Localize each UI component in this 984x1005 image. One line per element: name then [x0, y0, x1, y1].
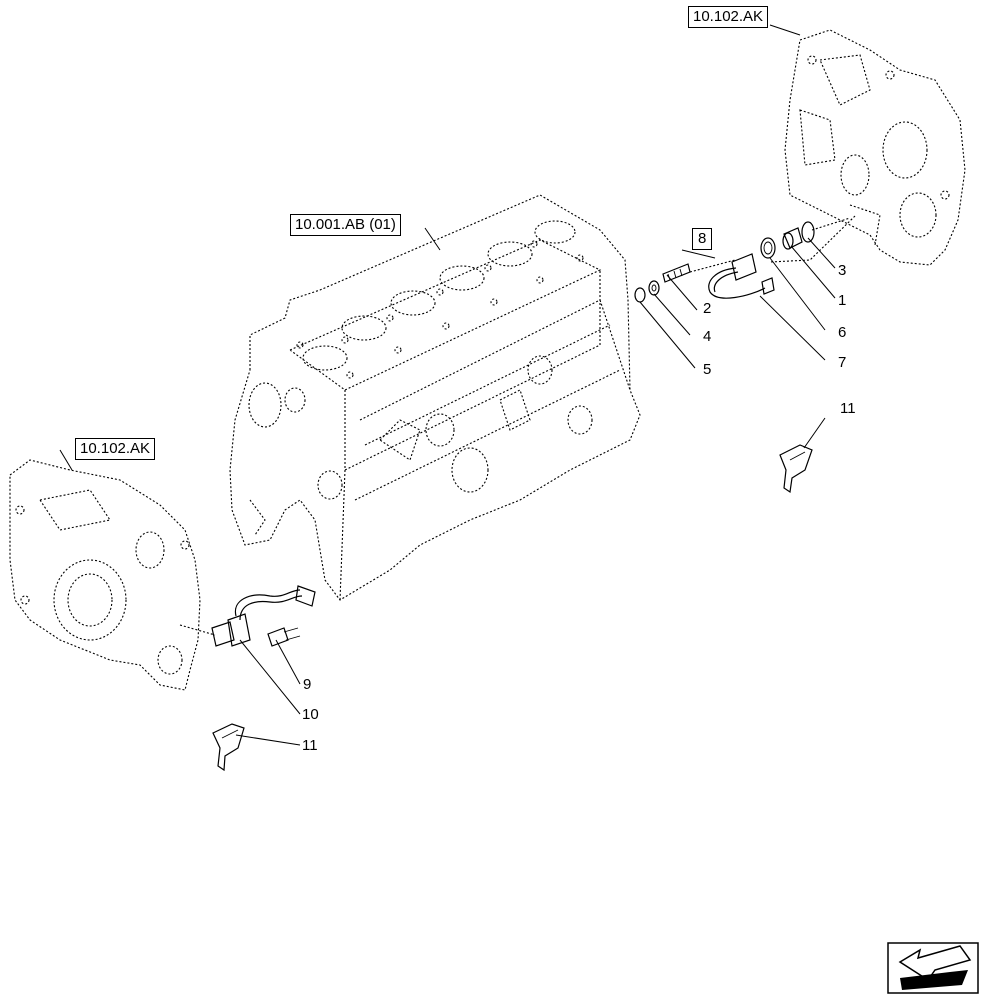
- clip-right: [779, 444, 813, 494]
- callout-8: 8: [692, 228, 713, 250]
- part-9-bolt: [267, 627, 289, 647]
- part-3-oring: [801, 221, 815, 243]
- reference-label-timing-cover-right[interactable]: 10.102.AK: [688, 6, 769, 28]
- callout-2: 2: [703, 300, 712, 317]
- part-1-adapter: [783, 227, 803, 249]
- callout-9: 9: [303, 676, 312, 693]
- part-10-sensor: [211, 621, 235, 647]
- clip-left: [212, 723, 245, 772]
- crank-sensor-group: [211, 585, 316, 647]
- callout-7: 7: [838, 354, 847, 371]
- sensor-parts-group: [634, 217, 851, 303]
- callout-10: 10: [302, 706, 319, 723]
- timing-cover-right: [769, 29, 966, 266]
- timing-cover-left: [9, 459, 216, 691]
- callout-11-left: 11: [302, 737, 318, 754]
- callout-11-right: 11: [840, 400, 856, 417]
- engine-block: [229, 194, 641, 601]
- part-7-sensor: [731, 253, 757, 281]
- part-2-stud: [662, 263, 691, 283]
- reference-label-engine-block[interactable]: 10.001.AB (01): [290, 214, 401, 236]
- part-4-washer: [648, 280, 660, 296]
- part-6-oring: [760, 237, 776, 259]
- leader-lines: [59, 24, 836, 746]
- callout-5: 5: [703, 361, 712, 378]
- part-5-nut: [634, 287, 646, 303]
- reference-label-timing-cover-left[interactable]: 10.102.AK: [75, 438, 156, 460]
- callout-1: 1: [838, 292, 847, 309]
- arrow-back-icon[interactable]: [887, 942, 979, 994]
- callout-6: 6: [838, 324, 847, 341]
- callout-4: 4: [703, 328, 712, 345]
- callout-3: 3: [838, 262, 847, 279]
